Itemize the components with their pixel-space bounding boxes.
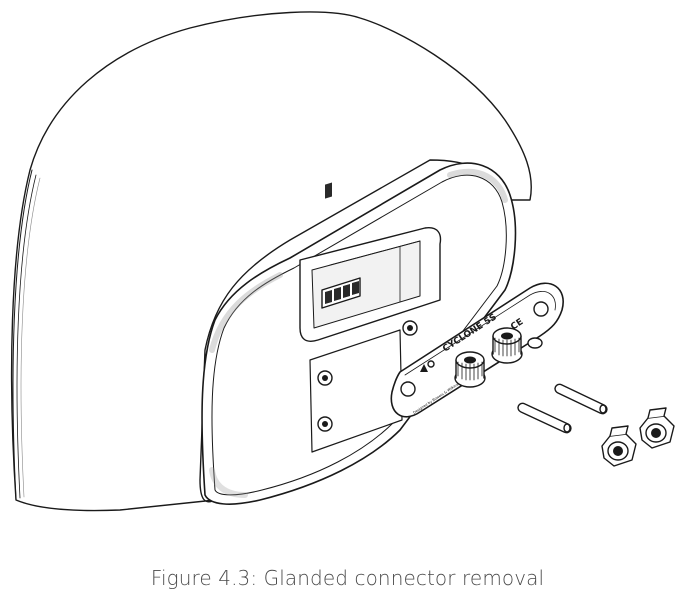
- binding-post-right: [491, 327, 543, 364]
- figure-caption: Figure 4.3: Glanded connector removal: [150, 566, 545, 590]
- gland-nut-rear: [639, 407, 675, 449]
- connector-pin-upper: [554, 383, 608, 415]
- rear-recess: [299, 227, 442, 342]
- connector-recess: [309, 329, 403, 453]
- mounting-screws: [317, 320, 418, 432]
- exploded-diagram: CYCLONE 5S CE Designed by Bowers & Wilki…: [10, 11, 675, 512]
- connector-pin-lower: [517, 402, 572, 434]
- speaker-enclosure: [10, 11, 532, 512]
- binding-post-left: [454, 351, 486, 388]
- terminal-block: [321, 182, 361, 309]
- gland-nut-front: [601, 425, 637, 467]
